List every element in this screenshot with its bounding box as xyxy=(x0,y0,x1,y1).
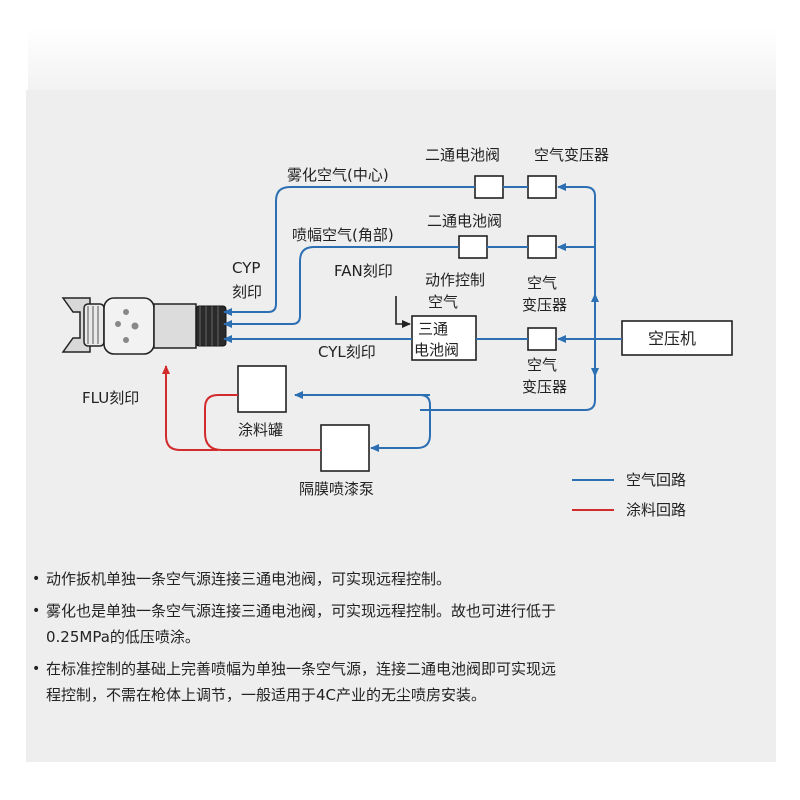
action-control-arrow xyxy=(395,296,411,328)
label-cyl-mark: CYL刻印 xyxy=(318,343,376,361)
notes-list: • 动作扳机单独一条空气源连接三通电池阀，可实现远程控制。 • 雾化也是单独一条… xyxy=(32,566,722,714)
label-valve-3way-2: 电池阀 xyxy=(414,341,459,359)
label-pump: 隔膜喷漆泵 xyxy=(299,480,374,498)
regulator-1 xyxy=(527,175,557,199)
valve-3way xyxy=(411,315,477,361)
label-action-ctrl-1: 动作控制 xyxy=(425,271,485,289)
label-action-ctrl-2: 空气 xyxy=(428,293,458,311)
paint-tank xyxy=(237,365,287,413)
legend-paint-label: 涂料回路 xyxy=(626,501,686,519)
valve-2way-1 xyxy=(474,175,504,199)
note-item: • 在标准控制的基础上完善喷幅为单独一条空气源，连接二通电池阀即可实现远 程控制… xyxy=(32,656,722,708)
regulator-2 xyxy=(527,235,557,259)
bullet-icon: • xyxy=(32,603,41,619)
label-valve-3way-1: 三通 xyxy=(418,320,448,338)
label-cyp-1: CYP xyxy=(232,259,260,277)
label-regulator-2-1: 空气 xyxy=(527,274,557,292)
label-fan-mark: FAN刻印 xyxy=(334,262,393,280)
note-text: 雾化也是单独一条空气源连接三通电池阀，可实现远程控制。故也可进行低于 0.25M… xyxy=(46,602,557,646)
top-band xyxy=(28,28,776,90)
label-regulator-1: 空气变压器 xyxy=(534,146,609,164)
label-atomize-air: 雾化空气(中心) xyxy=(287,166,389,184)
label-valve-2way-1: 二通电池阀 xyxy=(425,146,500,164)
air-lines xyxy=(223,183,622,452)
label-compressor: 空压机 xyxy=(648,329,696,348)
label-paint-tank: 涂料罐 xyxy=(238,421,283,439)
label-regulator-2-2: 变压器 xyxy=(522,296,567,314)
note-item: • 雾化也是单独一条空气源连接三通电池阀，可实现远程控制。故也可进行低于 0.2… xyxy=(32,598,722,650)
spray-gun-icon xyxy=(61,297,227,355)
compressor xyxy=(621,320,733,356)
valve-2way-2 xyxy=(458,235,488,259)
note-text: 在标准控制的基础上完善喷幅为单独一条空气源，连接二通电池阀即可实现远 程控制，不… xyxy=(46,660,557,704)
label-fan-air: 喷幅空气(角部) xyxy=(292,226,394,244)
label-regulator-3-1: 空气 xyxy=(527,356,557,374)
pump xyxy=(320,424,370,472)
label-cyp-2: 刻印 xyxy=(232,283,262,301)
diagram-panel xyxy=(26,90,776,762)
regulator-3 xyxy=(527,327,557,351)
legend: 空气回路 涂料回路 xyxy=(572,471,686,519)
bullet-icon: • xyxy=(32,661,41,677)
bullet-icon: • xyxy=(32,571,41,587)
label-regulator-3-2: 变压器 xyxy=(522,378,567,396)
note-text: 动作扳机单独一条空气源连接三通电池阀，可实现远程控制。 xyxy=(46,570,452,588)
label-flu-mark: FLU刻印 xyxy=(82,389,139,407)
note-item: • 动作扳机单独一条空气源连接三通电池阀，可实现远程控制。 xyxy=(32,566,722,592)
paint-lines xyxy=(162,365,321,451)
label-valve-2way-2: 二通电池阀 xyxy=(427,212,502,230)
legend-air-label: 空气回路 xyxy=(626,471,686,489)
